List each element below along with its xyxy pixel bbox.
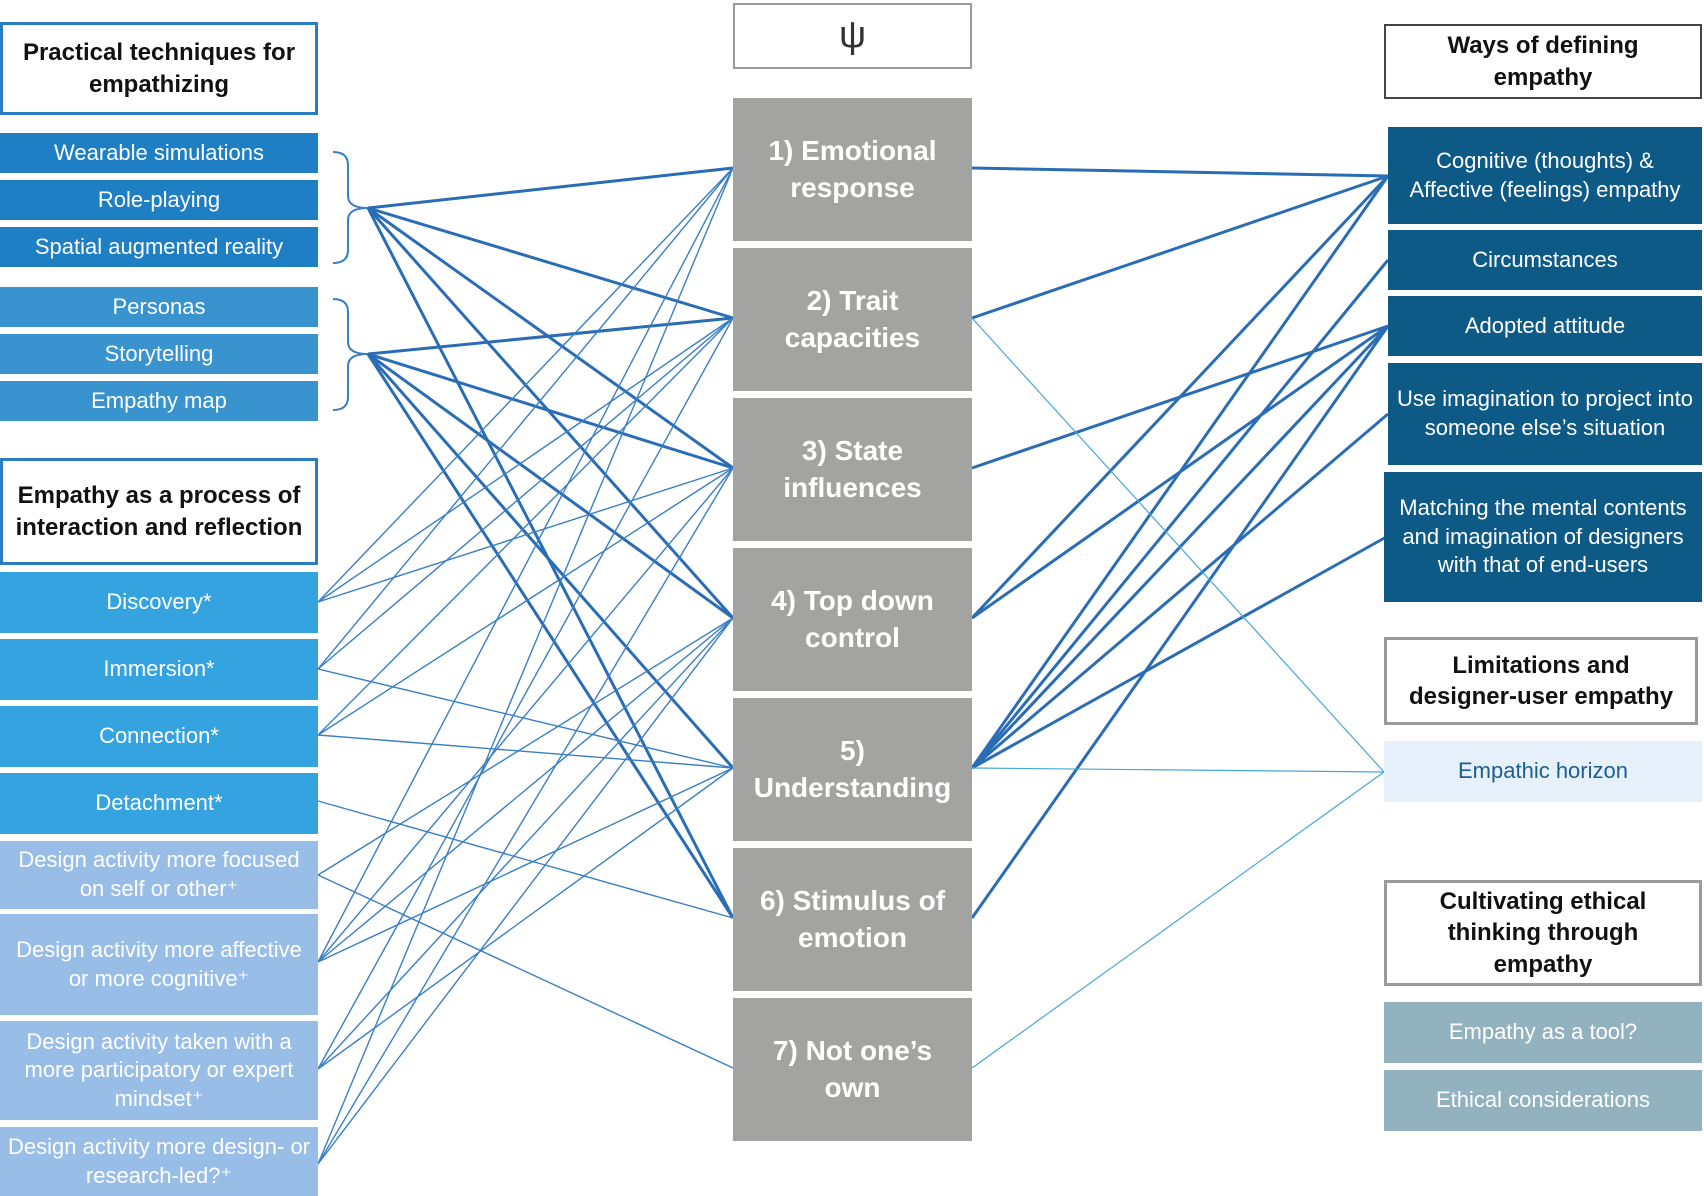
activity-self-or-other: Design activity more focused on self or … bbox=[0, 841, 318, 909]
center-emotional-response: 1) Emotional response bbox=[733, 98, 972, 241]
technique-wearable-simulations: Wearable simulations bbox=[0, 133, 318, 173]
technique-role-playing: Role-playing bbox=[0, 180, 318, 220]
process-immersion: Immersion* bbox=[0, 639, 318, 700]
center-stimulus-of-emotion: 6) Stimulus of emotion bbox=[733, 848, 972, 991]
center-not-ones-own: 7) Not one’s own bbox=[733, 998, 972, 1141]
ethics-empathy-as-a-tool: Empathy as a tool? bbox=[1384, 1002, 1702, 1063]
technique-storytelling: Storytelling bbox=[0, 334, 318, 374]
activity-design-or-research-led: Design activity more design- or research… bbox=[0, 1127, 318, 1196]
center-top-down-control: 4) Top down control bbox=[733, 548, 972, 691]
ethics-header: Cultivating ethical thinking through emp… bbox=[1384, 880, 1702, 986]
technique-spatial-augmented-reality: Spatial augmented reality bbox=[0, 227, 318, 267]
thin-lines bbox=[317, 167, 734, 1165]
technique-empathy-map: Empathy map bbox=[0, 381, 318, 421]
limitations-empathic-horizon: Empathic horizon bbox=[1384, 741, 1702, 802]
center-trait-capacities: 2) Trait capacities bbox=[733, 248, 972, 391]
psi-symbol: ψ bbox=[733, 3, 972, 69]
ethics-ethical-considerations: Ethical considerations bbox=[1384, 1070, 1702, 1131]
process-connection: Connection* bbox=[0, 706, 318, 767]
bracket-group2 bbox=[332, 298, 369, 411]
process-detachment: Detachment* bbox=[0, 773, 318, 834]
process-discovery: Discovery* bbox=[0, 572, 318, 633]
definition-cognitive-affective: Cognitive (thoughts) & Affective (feelin… bbox=[1388, 127, 1702, 224]
thick-lines bbox=[366, 166, 1390, 919]
definition-matching-mental-contents: Matching the mental contents and imagina… bbox=[1384, 472, 1702, 602]
technique-personas: Personas bbox=[0, 287, 318, 327]
light-lines bbox=[971, 317, 1385, 1069]
limitations-header: Limitations and designer-user empathy bbox=[1384, 637, 1698, 725]
process-header: Empathy as a process of interaction and … bbox=[0, 458, 318, 565]
definition-adopted-attitude: Adopted attitude bbox=[1388, 296, 1702, 356]
center-state-influences: 3) State influences bbox=[733, 398, 972, 541]
definition-use-imagination: Use imagination to project into someone … bbox=[1388, 363, 1702, 465]
techniques-header: Practical techniques for empathizing bbox=[0, 22, 318, 115]
activity-participatory-or-expert: Design activity taken with a more partic… bbox=[0, 1021, 318, 1120]
center-understanding: 5) Understanding bbox=[733, 698, 972, 841]
bracket-group1 bbox=[332, 151, 369, 264]
definitions-header: Ways of defining empathy bbox=[1384, 24, 1702, 99]
activity-affective-or-cognitive: Design activity more affective or more c… bbox=[0, 914, 318, 1015]
definition-circumstances: Circumstances bbox=[1388, 230, 1702, 290]
